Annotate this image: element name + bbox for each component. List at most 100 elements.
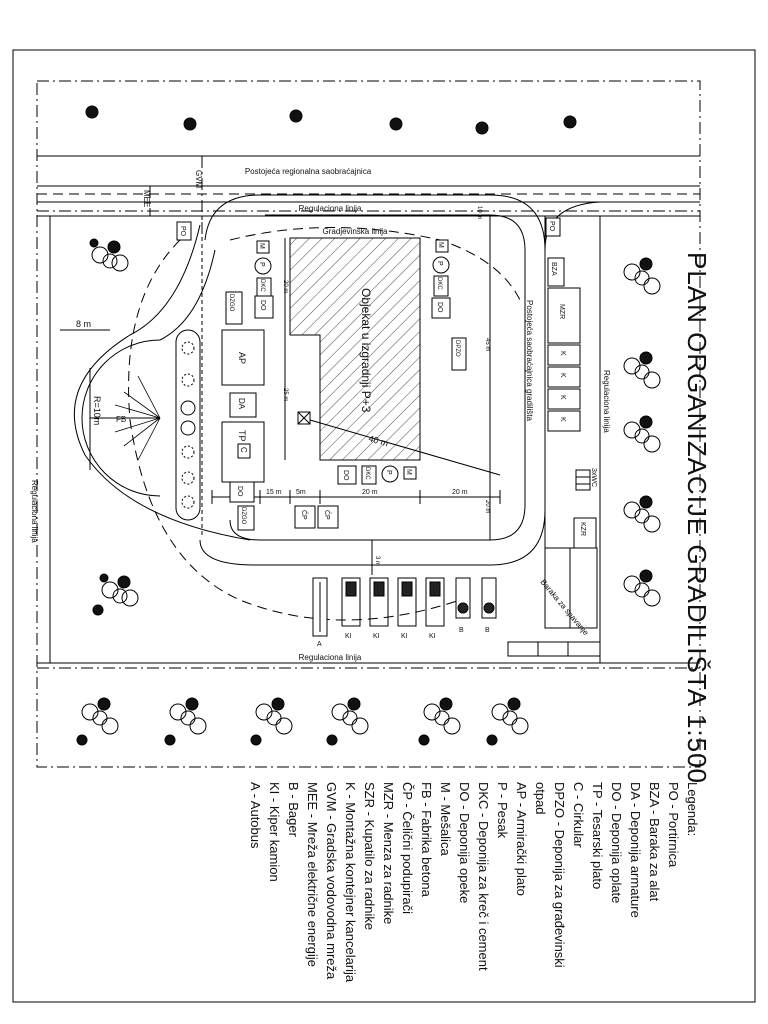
p-label-1: P [258, 262, 265, 267]
vehicle-label-b-1: B [459, 627, 464, 634]
vehicle-label-ki-4: KI [429, 633, 436, 640]
legend-item: AP - Armirački plato [514, 782, 529, 896]
legend-item: otpad [533, 782, 548, 815]
wc-label: 3xWC [590, 468, 597, 487]
m-box-2 [435, 239, 449, 253]
silos [175, 329, 201, 521]
dorm-label: Baraka za spavanje [538, 578, 590, 638]
do-box-4 [337, 465, 357, 485]
building [289, 237, 421, 461]
vehicles [312, 577, 497, 637]
legend-item: BZA - Baraka za alat [647, 782, 662, 902]
dpzo-label: DPZO [454, 340, 460, 357]
legend-heading: Legenda: [685, 782, 700, 837]
legend-item: DKC - Deponija za kreč i cement [476, 782, 491, 971]
vehicle-labels: A KI KI KI KI B B [317, 627, 490, 648]
legend-item: M - Mešalica [438, 782, 453, 856]
dim-15: 15 m [266, 489, 282, 496]
legend-item: GVM - Gradska vodovodna mreža [324, 782, 339, 980]
legend-item: MZR - Menza za radnike [381, 782, 396, 925]
po-top-label: PO [179, 226, 186, 237]
legend-item: B - Bager [286, 782, 301, 837]
legend-item: DPZO - Deponija za građevinski [552, 782, 567, 968]
c-box [237, 443, 251, 459]
po-box-top [176, 221, 192, 241]
dzgo-bottom-label: DZGO [240, 507, 246, 525]
legend-item: DO - Deponija oplate [609, 782, 624, 904]
k-label-3: K [559, 395, 566, 400]
road-curve-right [544, 201, 601, 251]
regulation-label-right: Regulaciona linija [602, 370, 611, 433]
da-label: DA [237, 398, 246, 410]
dim-20r: 20 m [484, 500, 490, 513]
cp-box-2 [317, 505, 339, 529]
crane-reach-arc [128, 239, 461, 621]
fb-circle [81, 339, 161, 497]
po-right-label: PO [548, 221, 555, 232]
do-box-3 [431, 297, 451, 319]
dim-45: 45 m [484, 338, 490, 351]
legend-item: C - Cirkular [571, 782, 586, 848]
vehicle-label-ki-3: KI [401, 633, 408, 640]
dzgo-left-box [225, 291, 243, 325]
site-road-outer [199, 194, 546, 566]
m-label-3: M [405, 469, 412, 475]
dim-5: 5m [296, 489, 306, 496]
tree-row-top [85, 105, 577, 135]
dpzo-box [451, 337, 467, 371]
k-box-2 [547, 366, 581, 388]
dorm-box [544, 547, 598, 629]
dzgo-bottom-box [237, 505, 255, 531]
road-curve-left [204, 194, 261, 241]
dim-10: 10 m [476, 206, 482, 219]
da-box [229, 392, 257, 418]
kzr-label: KZR [579, 522, 586, 536]
p-circle-3 [381, 465, 399, 483]
site-road-inner [229, 214, 526, 541]
legend-item: P - Pesak [495, 782, 510, 839]
tp-label: TP [237, 430, 247, 442]
vehicle-label-ki-2: KI [373, 633, 380, 640]
plot-boundary [36, 80, 701, 768]
fb-spokes [112, 375, 161, 461]
do-label-3: DO [436, 302, 443, 313]
dkc-box-3 [361, 465, 377, 485]
dorm-strip [507, 641, 601, 657]
dkc-label-3: DKC [364, 467, 370, 480]
dim-3: 3 m [374, 556, 380, 566]
fb-radius-label: R=10m [92, 396, 102, 425]
dzgo-left-label: DZGO [228, 294, 234, 312]
cp-label-1: ČP [300, 510, 309, 520]
legend-item: TP - Tesarski plato [590, 782, 605, 890]
vehicle-label-b-2: B [485, 627, 490, 634]
width-8-label: 8 m [76, 319, 91, 329]
k-box-4 [547, 410, 581, 432]
legend-item: DO - Deponija opeke [457, 782, 472, 904]
do-label-4: DO [342, 470, 349, 481]
legend-item: FB - Fabrika betona [419, 782, 434, 897]
do-box-1 [229, 481, 255, 503]
mzr-label: MZR [558, 304, 565, 319]
facility-labels: PO PO BZA MZR K K K K 3xWC KZR DPZO DZGO… [116, 221, 597, 536]
k-box-3 [547, 388, 581, 410]
dim-20b: 20 m [452, 489, 468, 496]
vehicle-label-a: A [317, 641, 322, 648]
mee-label: MEE [142, 190, 151, 207]
p-label-2: P [436, 261, 443, 266]
m-label-1: M [258, 243, 265, 249]
crane-base-x2 [297, 411, 311, 425]
dkc-box-2 [433, 275, 449, 297]
legend-item: KI - Kiper kamion [267, 782, 282, 882]
do-label-2: DO [259, 300, 266, 311]
dim-25: 25 m [282, 388, 288, 401]
tree-clusters [76, 238, 661, 746]
p-circle-2 [432, 256, 450, 274]
gvm-label: GVM [194, 170, 203, 189]
regulation-label-top: Regulaciona linija [299, 204, 362, 213]
do-box-2 [254, 295, 274, 319]
do-label-1: DO [236, 486, 243, 497]
k-label-4: K [559, 417, 566, 422]
road-label: Postojeća regionalna saobraćajnica [245, 167, 372, 176]
m-box-3 [403, 466, 417, 480]
plan-title: PLAN ORGANIZACIJE GRADILIŠTA 1:500 [682, 252, 712, 785]
